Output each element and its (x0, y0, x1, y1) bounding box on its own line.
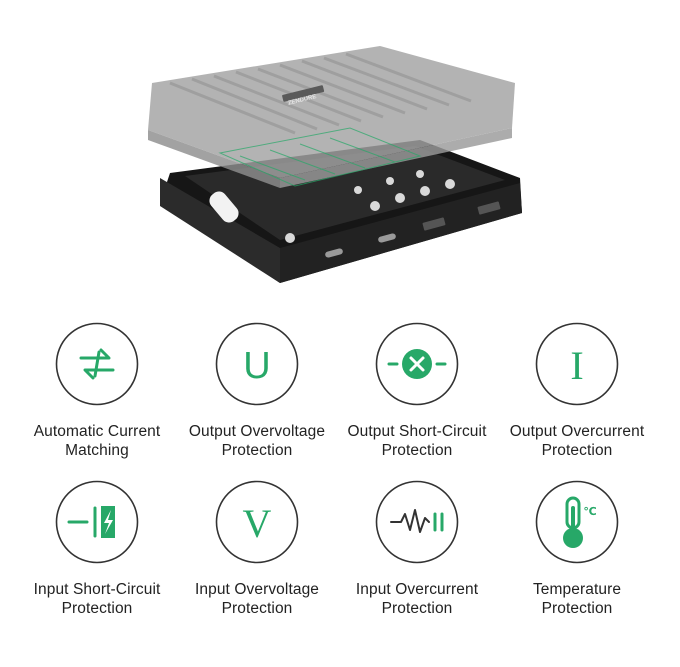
circuit-board (218, 127, 422, 187)
feature-label: Input Overvoltage Protection (194, 581, 320, 617)
feature-label: Output Short-Circuit Protection (347, 423, 487, 459)
current-matching-arrows-icon (55, 322, 139, 406)
input-short-circuit-bolt-icon (55, 480, 139, 564)
svg-text:I: I (570, 343, 583, 388)
input-voltage-v-icon: V (215, 480, 299, 564)
feature-label: Input Overcurrent Protection (355, 581, 479, 617)
product-image: ZENDURE (130, 28, 550, 298)
thermometer-icon: ℃ (535, 480, 619, 564)
feature-label: Input Short-Circuit Protection (33, 581, 161, 617)
feature-label: Output Overcurrent Protection (509, 423, 645, 459)
svg-text:V: V (243, 501, 272, 546)
output-short-circuit-icon (375, 322, 459, 406)
output-current-i-icon: I (535, 322, 619, 406)
input-current-wave-icon (375, 480, 459, 564)
feature-label: Automatic Current Matching (33, 423, 161, 459)
device-lid (148, 46, 515, 188)
feature-label: Temperature Protection (532, 581, 622, 617)
feature-label: Output Overvoltage Protection (188, 423, 326, 459)
svg-text:U: U (243, 345, 270, 387)
output-voltage-u-icon: U (215, 322, 299, 406)
svg-text:℃: ℃ (583, 505, 596, 518)
